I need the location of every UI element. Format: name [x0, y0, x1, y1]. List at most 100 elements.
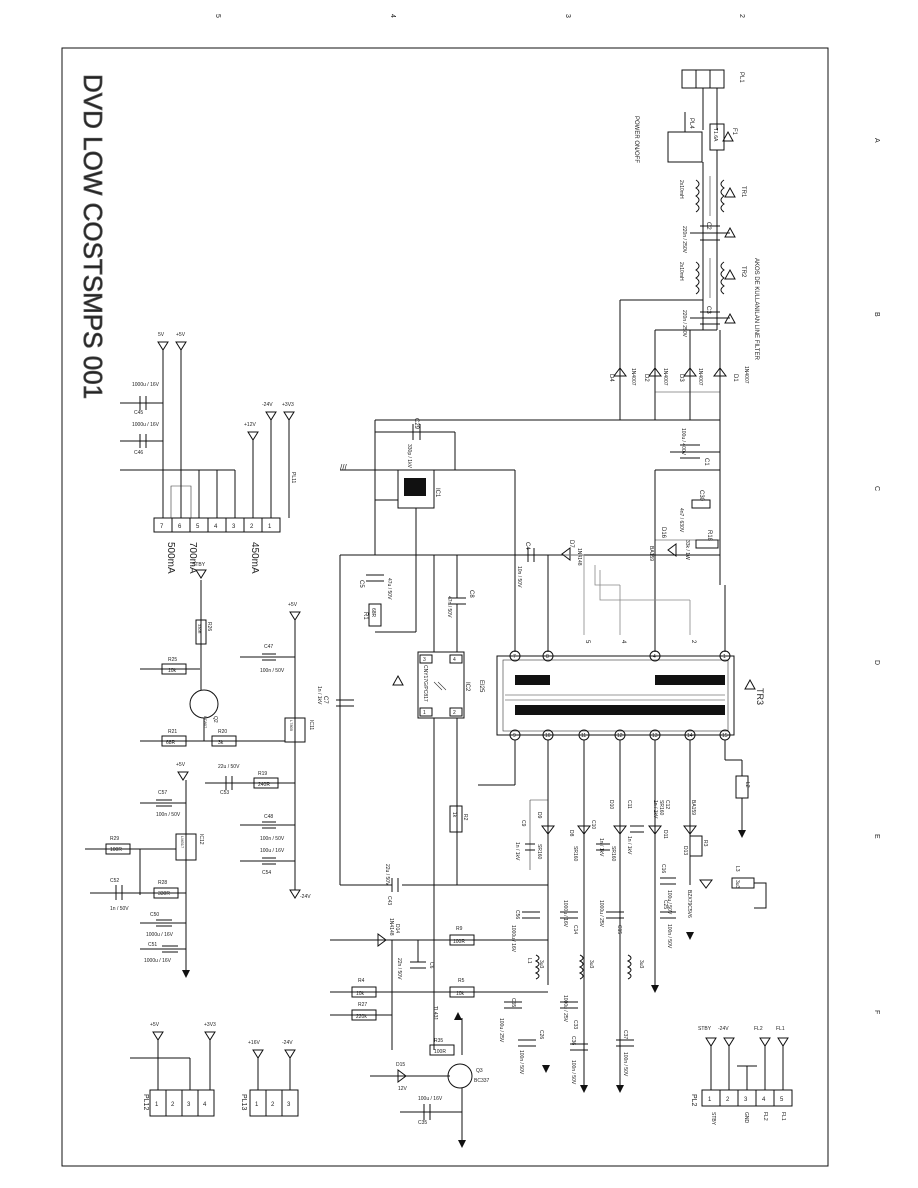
component-label: -24V: [718, 1026, 729, 1032]
component-label: 10k: [456, 991, 465, 997]
component-label: L3: [734, 866, 740, 872]
connector-pl13: 1 2 3 PL13 +16V -24V: [240, 1040, 299, 1117]
component-label: +12V: [244, 422, 256, 428]
ground-arrow: [651, 985, 659, 993]
component-label: R4: [358, 978, 365, 984]
ic2-ref: IC2: [464, 682, 470, 692]
capacitor-c4: C4 10n / 50V: [516, 542, 535, 588]
rail-arrow: [265, 411, 277, 421]
diode-d7: [561, 547, 571, 561]
component-label: R25: [168, 657, 177, 663]
pl11-ref: PL11: [290, 472, 296, 484]
component-label: C37: [622, 1030, 628, 1039]
component-label: 5V: [158, 332, 165, 338]
component-label: 8: [546, 654, 549, 660]
ground-arrow: [738, 830, 746, 838]
component-label: 3u3: [538, 960, 544, 969]
warning-icon: [744, 678, 756, 690]
pl1-connector: [681, 69, 725, 89]
viper-section: C29 330p / 1kV /// IC1: [340, 418, 516, 652]
component-label: 3: [232, 524, 236, 530]
component-label: 1n / 50V: [110, 906, 129, 912]
component-label: 1000u / 16V: [562, 900, 568, 928]
aux-winding-path: C4 10n / 50V D7 1N4148 C5 47u / 50V R1 6…: [316, 540, 720, 885]
regulation-network: C43 22u / 50V R2 1k D14 1N4148 R9 100R C…: [330, 805, 548, 1148]
component-label: C43: [386, 896, 392, 905]
component-label: L7805: [289, 720, 294, 732]
ground-arrow: [542, 1065, 550, 1073]
resistor-r4: [351, 986, 377, 998]
component-label: 100u / 16V: [418, 1096, 443, 1102]
diode-d16: [667, 543, 677, 557]
optocoupler-ic2: 1 2 3 4 IC2 CNY17G/PC817: [392, 651, 470, 1050]
capacitor-c7: C7 1n / 1kV: [316, 686, 354, 707]
component-label: 220n / 250V: [681, 226, 687, 254]
right-border-marks: A B C D E F: [873, 138, 880, 1014]
component-label: C26: [538, 1030, 544, 1039]
component-label: R3: [702, 840, 708, 847]
component-label: C46: [134, 450, 143, 456]
component-label: 1n / 1kV: [316, 686, 322, 705]
component-label: 3k: [218, 740, 224, 746]
inductor-l3: 3u3: [626, 954, 644, 980]
current-450ma: 450mA: [249, 542, 260, 574]
top-border-marks: 5 4 3 2: [214, 14, 745, 18]
component-label: R5: [458, 978, 465, 984]
ground-arrow: [686, 932, 694, 940]
power-input: PL1 PL4 POWER ON/OFF F1 T1.6A AKOS DE KU…: [633, 69, 759, 361]
border-mark: C: [873, 486, 880, 491]
component-label: C6: [428, 962, 434, 969]
component-label: 11: [581, 733, 586, 739]
component-label: 3u3: [638, 960, 644, 969]
ground-mark: ///: [340, 463, 347, 472]
component-label: 1n / 1kV: [626, 836, 632, 855]
component-label: 4n7 / 630V: [678, 508, 684, 533]
component-label: 4: [214, 524, 218, 530]
input-filter: TR1 2x10mH C2 220n / 250V TR2 2x10mH C3 …: [678, 150, 746, 338]
component-label: -24V: [282, 1040, 293, 1046]
component-label: 22n / 50V: [396, 958, 402, 980]
component-label: 1: [423, 710, 426, 716]
component-label: 3: [744, 1097, 748, 1103]
component-label: R35: [434, 1038, 443, 1044]
border-mark: 2: [738, 14, 745, 18]
component-label: BA159: [648, 546, 654, 561]
border-mark: 5: [214, 14, 221, 18]
diode-d9-group: C9 1n / 1kV D9 SR160: [514, 799, 555, 870]
rail-arrow: [175, 341, 187, 351]
component-label: 4: [453, 657, 456, 663]
component-label: BC337: [474, 1078, 490, 1084]
component-label: 5: [780, 1097, 784, 1103]
component-label: 220n / 250V: [681, 310, 687, 338]
component-label: C2: [705, 222, 711, 230]
component-label: 2: [726, 1097, 730, 1103]
component-label: 5: [196, 524, 200, 530]
component-label: +5V: [288, 602, 298, 608]
rail-arrow: [705, 1037, 717, 1047]
component-label: SR160: [572, 846, 578, 862]
warning-icon: [724, 268, 736, 280]
component-label: 10: [545, 733, 551, 739]
current-700ma: 700mA: [187, 542, 198, 574]
component-label: SR160: [610, 846, 616, 862]
rail-arrow: [289, 611, 301, 621]
component-label: 1000u / 25V: [598, 900, 604, 928]
component-label: +5V: [176, 762, 186, 768]
component-label: D1: [732, 374, 738, 382]
pl12-ref: PL12: [142, 1094, 149, 1110]
ground-arrow: [458, 1140, 466, 1148]
pl11-pins: 7 6 5 4 3 2 1: [153, 517, 281, 533]
component-label: 1n / 1kV: [514, 842, 520, 861]
rail-arrow: [289, 889, 301, 899]
capacitor-c3: C3 220n / 250V: [681, 306, 730, 338]
component-label: 100u / 50V: [666, 890, 672, 915]
component-label: 68R: [370, 608, 376, 618]
component-label: 3u3: [588, 960, 594, 969]
component-label: 2x10mH: [678, 180, 684, 199]
